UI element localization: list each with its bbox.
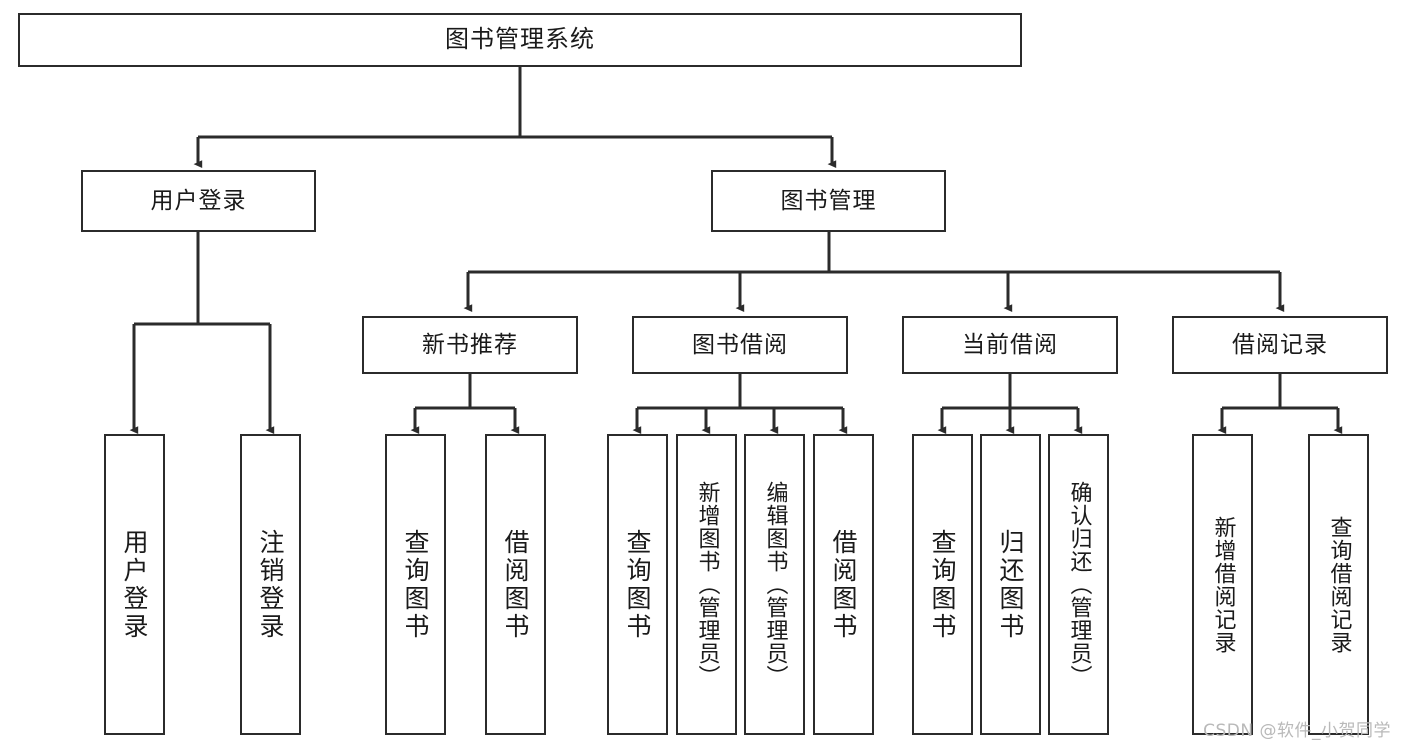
node-leaf-new-book-1-label: 借阅图书 [501,528,530,641]
node-leaf-user-login-0-label: 用户登录 [120,528,149,641]
node-book-management[interactable]: 图书管理 [711,170,946,232]
node-leaf-current-borrow-1[interactable]: 归还图书 [980,434,1041,735]
node-leaf-book-borrow-1-label: 新增图书（管理员） [694,481,720,688]
node-leaf-book-borrow-0-label: 查询图书 [623,528,652,641]
node-leaf-book-borrow-2-label: 编辑图书（管理员） [762,481,788,688]
node-leaf-borrow-record-1-label: 查询借阅记录 [1326,515,1352,654]
node-user-login-label: 用户登录 [150,187,247,214]
node-new-book-recommend[interactable]: 新书推荐 [362,316,578,374]
node-root-system-label: 图书管理系统 [445,25,595,54]
node-leaf-current-borrow-1-label: 归还图书 [996,528,1025,641]
node-user-login[interactable]: 用户登录 [81,170,316,232]
node-borrow-record-label: 借阅记录 [1232,331,1328,358]
node-leaf-book-borrow-1[interactable]: 新增图书（管理员） [676,434,737,735]
node-new-book-recommend-label: 新书推荐 [422,331,518,358]
node-book-management-label: 图书管理 [780,187,877,214]
node-leaf-user-login-0[interactable]: 用户登录 [104,434,165,735]
node-leaf-book-borrow-3[interactable]: 借阅图书 [813,434,874,735]
node-leaf-book-borrow-3-label: 借阅图书 [829,528,858,641]
node-leaf-new-book-0-label: 查询图书 [401,528,430,641]
node-book-borrow-label: 图书借阅 [692,331,788,358]
node-leaf-borrow-record-1[interactable]: 查询借阅记录 [1308,434,1369,735]
node-leaf-borrow-record-0[interactable]: 新增借阅记录 [1192,434,1253,735]
node-root-system[interactable]: 图书管理系统 [18,13,1022,67]
node-leaf-new-book-1[interactable]: 借阅图书 [485,434,546,735]
node-leaf-current-borrow-2-label: 确认归还（管理员） [1066,481,1092,688]
node-leaf-current-borrow-0-label: 查询图书 [928,528,957,641]
node-leaf-current-borrow-2[interactable]: 确认归还（管理员） [1048,434,1109,735]
node-borrow-record[interactable]: 借阅记录 [1172,316,1388,374]
node-leaf-new-book-0[interactable]: 查询图书 [385,434,446,735]
node-leaf-borrow-record-0-label: 新增借阅记录 [1210,515,1236,654]
node-leaf-book-borrow-2[interactable]: 编辑图书（管理员） [744,434,805,735]
node-book-borrow[interactable]: 图书借阅 [632,316,848,374]
node-leaf-user-login-1-label: 注销登录 [256,528,285,641]
node-leaf-book-borrow-0[interactable]: 查询图书 [607,434,668,735]
node-leaf-current-borrow-0[interactable]: 查询图书 [912,434,973,735]
node-leaf-user-login-1[interactable]: 注销登录 [240,434,301,735]
node-current-borrow-label: 当前借阅 [962,331,1058,358]
node-current-borrow[interactable]: 当前借阅 [902,316,1118,374]
csdn-watermark: CSDN @软件_小贺同学 [1203,721,1391,741]
